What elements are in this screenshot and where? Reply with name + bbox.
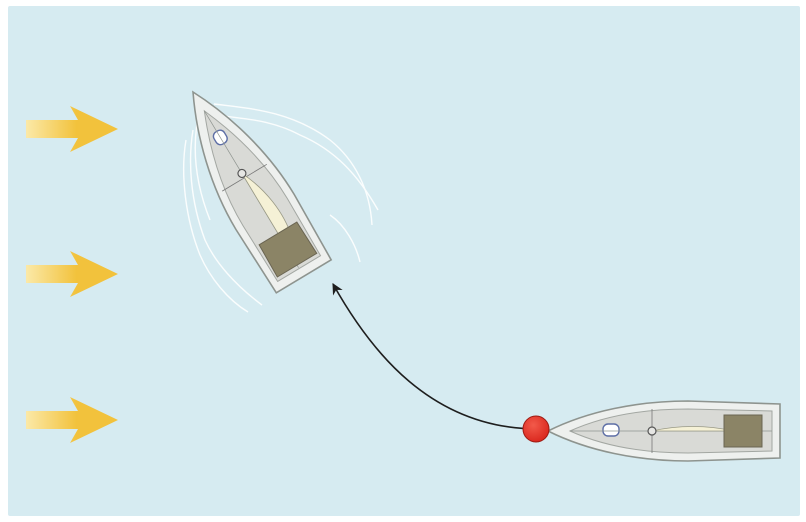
red-buoy <box>523 416 549 442</box>
boat-mast <box>648 427 656 435</box>
boat-cockpit <box>724 415 762 447</box>
boat-hatch <box>603 424 619 436</box>
